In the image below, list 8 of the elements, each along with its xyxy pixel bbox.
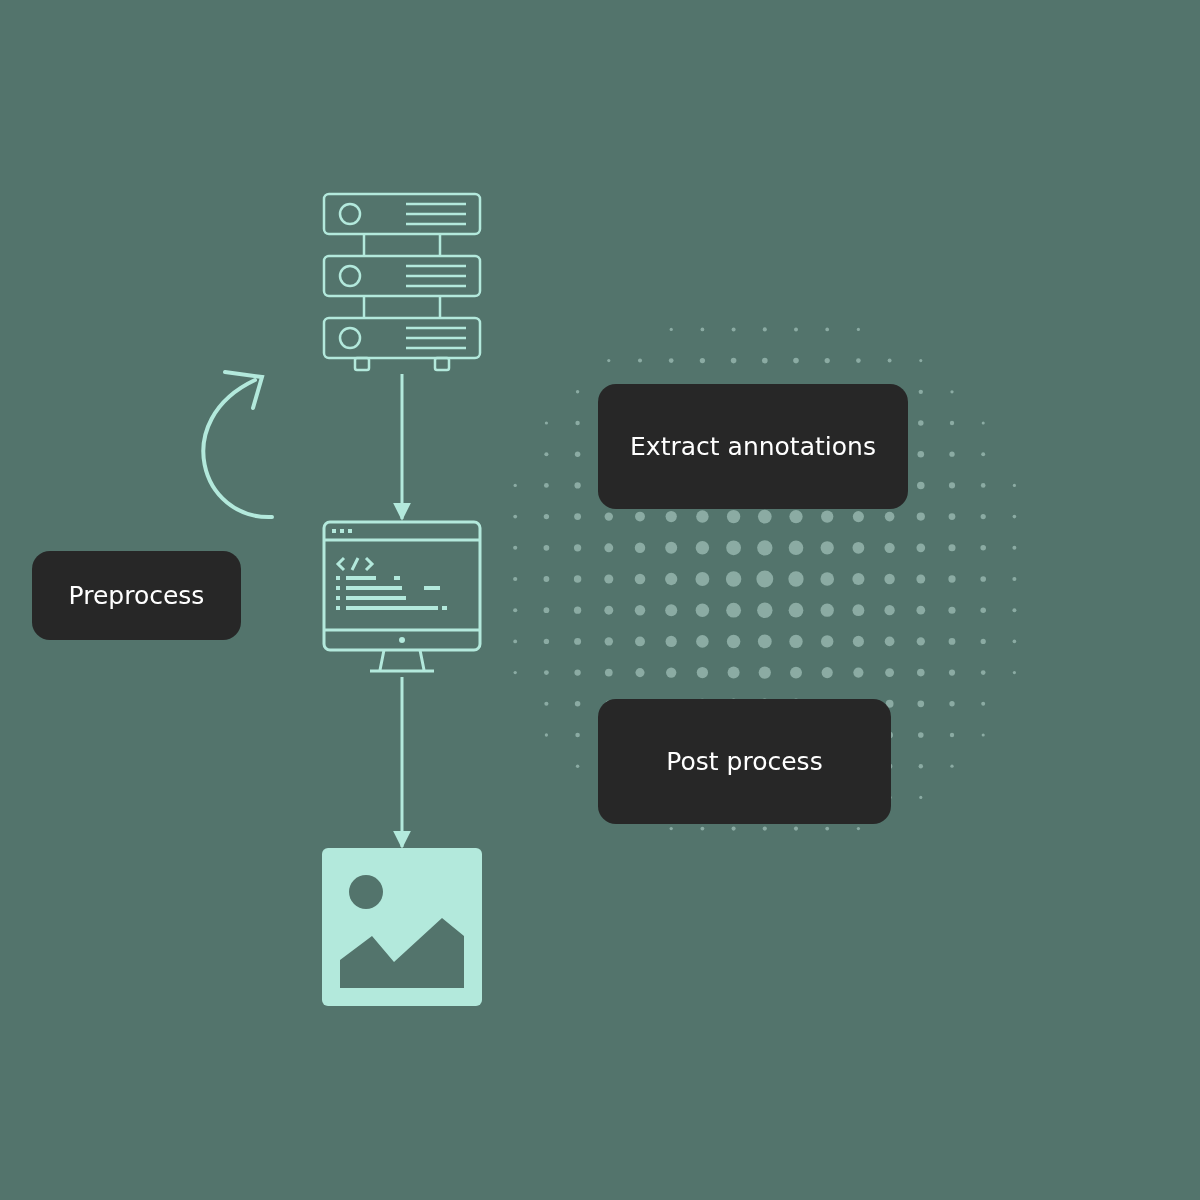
arrow: [393, 374, 411, 521]
image-icon: [322, 848, 482, 1006]
arrow: [393, 677, 411, 849]
process-box: Preprocess: [32, 551, 241, 640]
monitor-icon: [322, 520, 482, 675]
process-box: Post process: [598, 699, 891, 824]
process-box: Extract annotations: [598, 384, 908, 509]
server-icon: [322, 192, 482, 372]
